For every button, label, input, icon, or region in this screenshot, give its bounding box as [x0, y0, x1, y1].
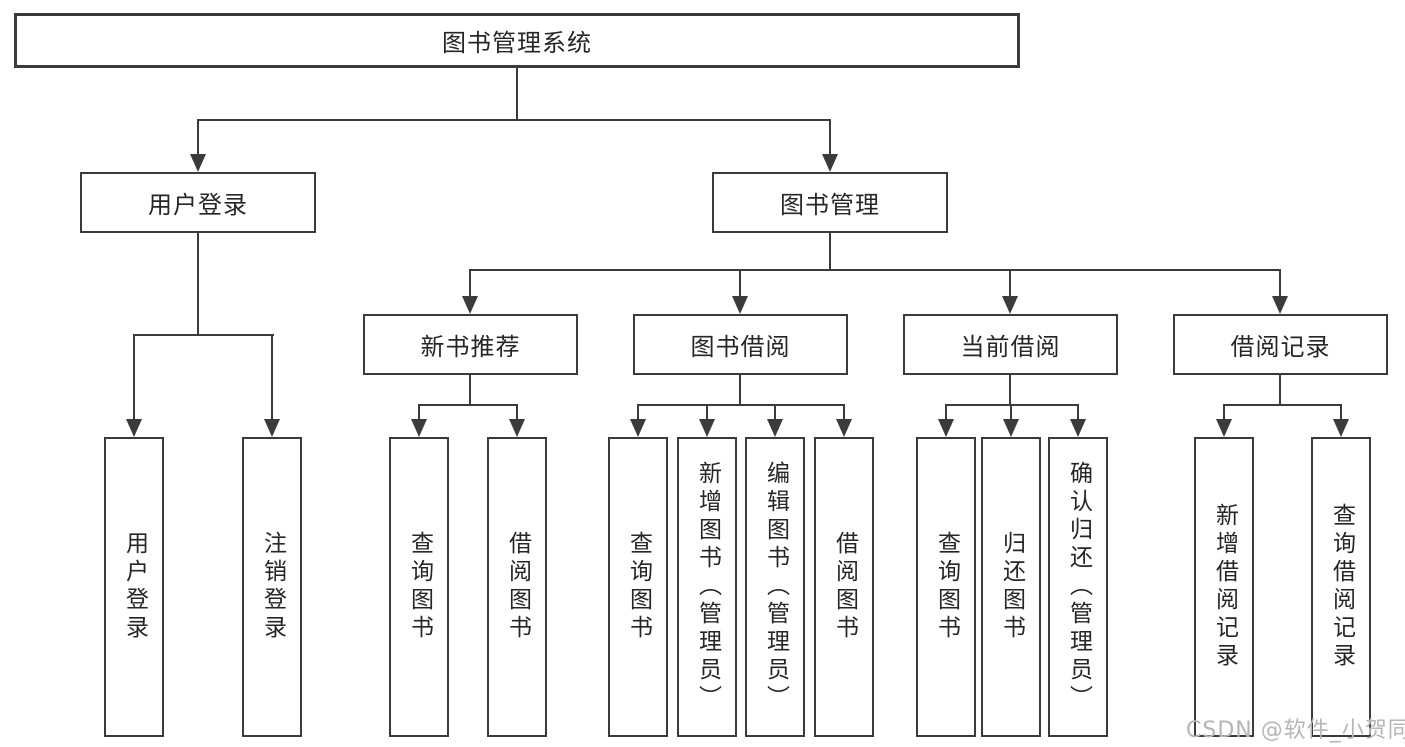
connector-line	[197, 119, 830, 121]
arrow-down-icon	[509, 419, 525, 437]
arrow-down-icon	[767, 419, 783, 437]
connector-line	[197, 119, 199, 157]
leaf-borrow-books: 借阅图书	[814, 437, 874, 737]
arrow-down-icon	[836, 419, 852, 437]
connector-line	[197, 233, 199, 336]
leaf-query-books-current: 查询图书	[916, 437, 976, 737]
connector-line	[133, 334, 274, 336]
leaf-query-books-current-label: 查询图书	[933, 531, 960, 643]
leaf-confirm-return-admin: 确认归还（管理员）	[1048, 437, 1108, 737]
node-user-login-label: 用户登录	[148, 191, 248, 219]
connector-line	[706, 404, 708, 422]
connector-line	[1340, 404, 1342, 422]
node-book-management-label: 图书管理	[780, 191, 880, 219]
connector-line	[843, 404, 845, 422]
connector-line	[1223, 404, 1341, 406]
arrow-down-icon	[1070, 419, 1086, 437]
csdn-watermark: CSDN @软件_小贺同学	[1186, 712, 1405, 744]
arrow-down-icon	[462, 296, 478, 314]
connector-line	[1279, 269, 1281, 299]
connector-line	[1009, 375, 1011, 406]
connector-line	[469, 269, 1281, 271]
leaf-user-login-label: 用户登录	[121, 531, 148, 643]
leaf-query-books-recommend-label: 查询图书	[406, 531, 433, 643]
arrow-down-icon	[822, 154, 838, 172]
connector-line	[945, 404, 1079, 406]
leaf-query-books-borrowing: 查询图书	[608, 437, 668, 737]
leaf-query-borrow-record: 查询借阅记录	[1311, 437, 1371, 737]
arrow-down-icon	[264, 419, 280, 437]
connector-line	[829, 119, 831, 157]
connector-line	[469, 375, 471, 406]
node-new-book-recommend: 新书推荐	[363, 314, 578, 375]
leaf-query-books-recommend: 查询图书	[389, 437, 449, 737]
node-user-login: 用户登录	[80, 172, 316, 233]
arrow-down-icon	[1333, 419, 1349, 437]
arrow-down-icon	[630, 419, 646, 437]
leaf-add-borrow-record-label: 新增借阅记录	[1211, 503, 1238, 671]
leaf-return-books-label: 归还图书	[998, 531, 1025, 643]
leaf-logout-label: 注销登录	[259, 531, 286, 643]
leaf-logout: 注销登录	[242, 437, 302, 737]
leaf-user-login: 用户登录	[104, 437, 164, 737]
leaf-return-books: 归还图书	[981, 437, 1041, 737]
node-borrowing-records-label: 借阅记录	[1230, 333, 1331, 361]
connector-line	[271, 334, 273, 422]
connector-line	[739, 375, 741, 406]
connector-line	[516, 68, 518, 121]
connector-line	[469, 269, 471, 299]
connector-line	[1223, 404, 1225, 422]
connector-line	[1009, 269, 1011, 299]
csdn-watermark-text: CSDN @软件_小贺同	[1186, 718, 1405, 743]
leaf-add-books-admin: 新增图书（管理员）	[677, 437, 737, 737]
connector-line	[637, 404, 639, 422]
connector-line	[418, 404, 420, 422]
arrow-down-icon	[411, 419, 427, 437]
arrow-down-icon	[1003, 419, 1019, 437]
connector-line	[1077, 404, 1079, 422]
leaf-edit-books-admin-label: 编辑图书（管理员）	[762, 461, 789, 713]
node-book-management: 图书管理	[712, 172, 948, 233]
connector-line	[516, 404, 518, 422]
node-book-borrowing-label: 图书借阅	[690, 333, 791, 361]
arrow-down-icon	[190, 154, 206, 172]
leaf-query-books-borrowing-label: 查询图书	[625, 531, 652, 643]
connector-line	[774, 404, 776, 422]
leaf-edit-books-admin: 编辑图书（管理员）	[745, 437, 805, 737]
node-book-borrowing: 图书借阅	[633, 314, 848, 375]
node-current-borrowing-label: 当前借阅	[960, 333, 1061, 361]
connector-line	[637, 404, 845, 406]
connector-line	[418, 404, 518, 406]
node-current-borrowing: 当前借阅	[903, 314, 1118, 375]
arrow-down-icon	[126, 419, 142, 437]
connector-line	[133, 334, 135, 422]
connector-line	[1279, 375, 1281, 406]
arrow-down-icon	[699, 419, 715, 437]
node-root: 图书管理系统	[14, 13, 1020, 68]
arrow-down-icon	[1002, 296, 1018, 314]
leaf-borrow-books-recommend: 借阅图书	[487, 437, 547, 737]
connector-line	[945, 404, 947, 422]
arrow-down-icon	[1216, 419, 1232, 437]
node-root-label: 图书管理系统	[442, 29, 592, 57]
node-borrowing-records: 借阅记录	[1173, 314, 1388, 375]
arrow-down-icon	[938, 419, 954, 437]
leaf-query-borrow-record-label: 查询借阅记录	[1328, 503, 1355, 671]
leaf-borrow-books-recommend-label: 借阅图书	[504, 531, 531, 643]
node-new-book-recommend-label: 新书推荐	[420, 333, 521, 361]
leaf-borrow-books-label: 借阅图书	[831, 531, 858, 643]
connector-line	[1010, 404, 1012, 422]
connector-line	[829, 233, 831, 271]
leaf-confirm-return-admin-label: 确认归还（管理员）	[1065, 461, 1092, 713]
arrow-down-icon	[1272, 296, 1288, 314]
leaf-add-books-admin-label: 新增图书（管理员）	[694, 461, 721, 713]
arrow-down-icon	[732, 296, 748, 314]
connector-line	[739, 269, 741, 299]
leaf-add-borrow-record: 新增借阅记录	[1194, 437, 1254, 737]
